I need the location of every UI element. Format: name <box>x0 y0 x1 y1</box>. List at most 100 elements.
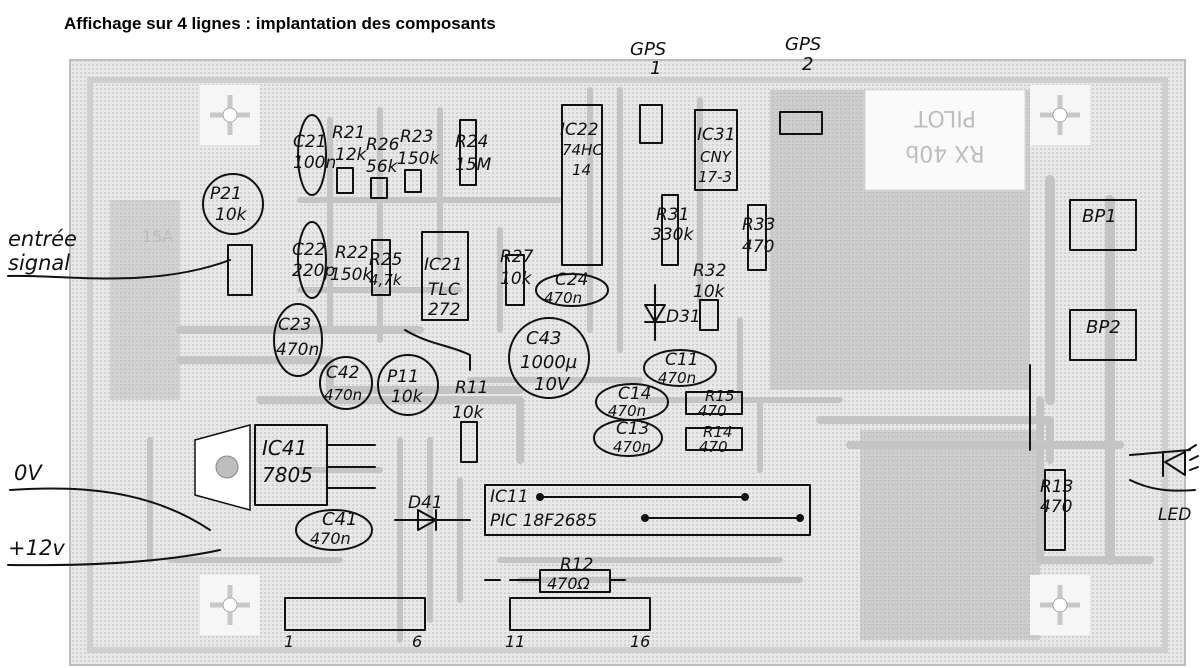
ic31-val1: CNY <box>700 148 733 166</box>
r13-ref: R13 <box>1040 477 1073 497</box>
r31-ref: R31 <box>656 205 689 225</box>
ic31-val2: 17-3 <box>698 168 732 186</box>
ic41-mount-hole <box>215 455 239 479</box>
r33-body <box>747 204 767 271</box>
c14-val: 470n <box>608 402 646 420</box>
silk-rx: RX 40b <box>905 140 984 165</box>
c22-outline <box>297 221 327 299</box>
ic11-pad <box>641 514 649 522</box>
r27-body <box>505 254 525 306</box>
r23-body <box>404 169 422 193</box>
r14-val: 470 <box>699 438 728 456</box>
p11-ref: P11 <box>387 367 419 387</box>
ic41-leads <box>326 444 376 489</box>
pin-6-label: 6 <box>412 632 422 651</box>
d31-diode <box>644 284 666 341</box>
r13-body <box>1044 469 1066 551</box>
ic22-val2: 14 <box>572 161 591 179</box>
c23-outline <box>273 303 323 377</box>
wire-ic21-r11 <box>404 329 471 371</box>
bp2-ref: BP2 <box>1086 317 1121 338</box>
r26-ref: R26 <box>366 135 400 155</box>
ic22-ref: IC22 <box>560 120 599 140</box>
ic21-val1: TLC <box>428 280 460 300</box>
c13-val: 470n <box>613 438 651 456</box>
board-outline-trace <box>87 77 1168 653</box>
c13-ref: C13 <box>616 419 650 439</box>
ic11-pad <box>741 493 749 501</box>
gps1-connector <box>639 104 663 144</box>
r27-val: 10k <box>500 269 533 289</box>
c22-ref: C22 <box>292 240 326 260</box>
label-0v: 0V <box>14 461 43 485</box>
wire-12v <box>7 549 221 567</box>
r24-body <box>459 119 477 186</box>
label-12v: +12v <box>8 536 65 560</box>
ground-plane-bottom <box>860 430 1040 640</box>
r25-body <box>371 239 391 296</box>
c23-ref: C23 <box>278 315 312 335</box>
r21-ref: R21 <box>332 123 365 143</box>
ic31-ref: IC31 <box>697 125 736 145</box>
r23-ref: R23 <box>400 127 433 147</box>
d41-ref: D41 <box>408 493 443 513</box>
gps2-label: GPS <box>785 34 821 55</box>
label-led: LED <box>1158 505 1191 525</box>
r24-val: 15M <box>455 155 492 175</box>
r31-body <box>661 194 679 266</box>
r23-val: 150k <box>397 149 440 169</box>
c23-val: 470n <box>276 340 319 360</box>
c42-ref: C42 <box>326 363 360 383</box>
ic41-val: 7805 <box>262 463 313 487</box>
signal-input-connector <box>227 244 253 296</box>
p21-outline <box>202 173 264 235</box>
r15-body <box>685 391 743 415</box>
r11-ref: R11 <box>455 378 488 398</box>
c24-val: 470n <box>544 289 582 307</box>
c11-val: 470n <box>658 369 696 387</box>
connector-11-16 <box>509 597 651 631</box>
r26-val: 56k <box>366 157 399 177</box>
ic21-outline <box>421 231 469 321</box>
r21-val: 12k <box>335 145 368 165</box>
c22-val: 220p <box>292 261 335 281</box>
mounting-hole-tr <box>1030 85 1090 145</box>
gps2-connector <box>779 111 823 135</box>
r33-ref: R33 <box>742 215 775 235</box>
pin-11-label: 11 <box>505 632 525 651</box>
mounting-hole-tl <box>200 85 260 145</box>
c43-val2: 10V <box>534 374 571 395</box>
connector-1-6 <box>284 597 426 631</box>
bp1-button <box>1069 199 1137 251</box>
r32-ref: R32 <box>693 261 726 281</box>
ic11-outline <box>484 484 811 536</box>
r24-ref: R24 <box>455 132 488 152</box>
wire-0v <box>9 487 211 531</box>
c43-val1: 1000µ <box>520 352 577 373</box>
c24-outline <box>535 273 609 307</box>
r32-body <box>699 299 719 331</box>
r21-body <box>336 167 354 194</box>
page-title: Affichage sur 4 lignes : implantation de… <box>64 14 496 33</box>
c43-outline <box>508 317 590 399</box>
c41-ref: C41 <box>322 509 357 530</box>
r33-val: 470 <box>742 237 774 257</box>
p11-outline <box>377 354 439 416</box>
c11-outline <box>643 349 717 387</box>
c41-val: 470n <box>310 529 351 548</box>
gps2-num: 2 <box>802 54 813 75</box>
r15-ref: R15 <box>705 387 735 405</box>
c41-outline <box>295 509 373 551</box>
c14-ref: C14 <box>618 384 652 404</box>
silk-pilot: PILOT <box>913 105 976 130</box>
bp2-button <box>1069 309 1137 361</box>
ic11-pad <box>536 493 544 501</box>
ground-plane-left <box>110 200 180 400</box>
bp1-ref: BP1 <box>1082 206 1117 227</box>
ic11-val: PIC 18F2685 <box>490 511 597 531</box>
r11-body <box>460 421 478 463</box>
r14-body <box>685 427 743 451</box>
mounting-hole-bl <box>200 575 260 635</box>
r13-val: 470 <box>1040 497 1072 517</box>
